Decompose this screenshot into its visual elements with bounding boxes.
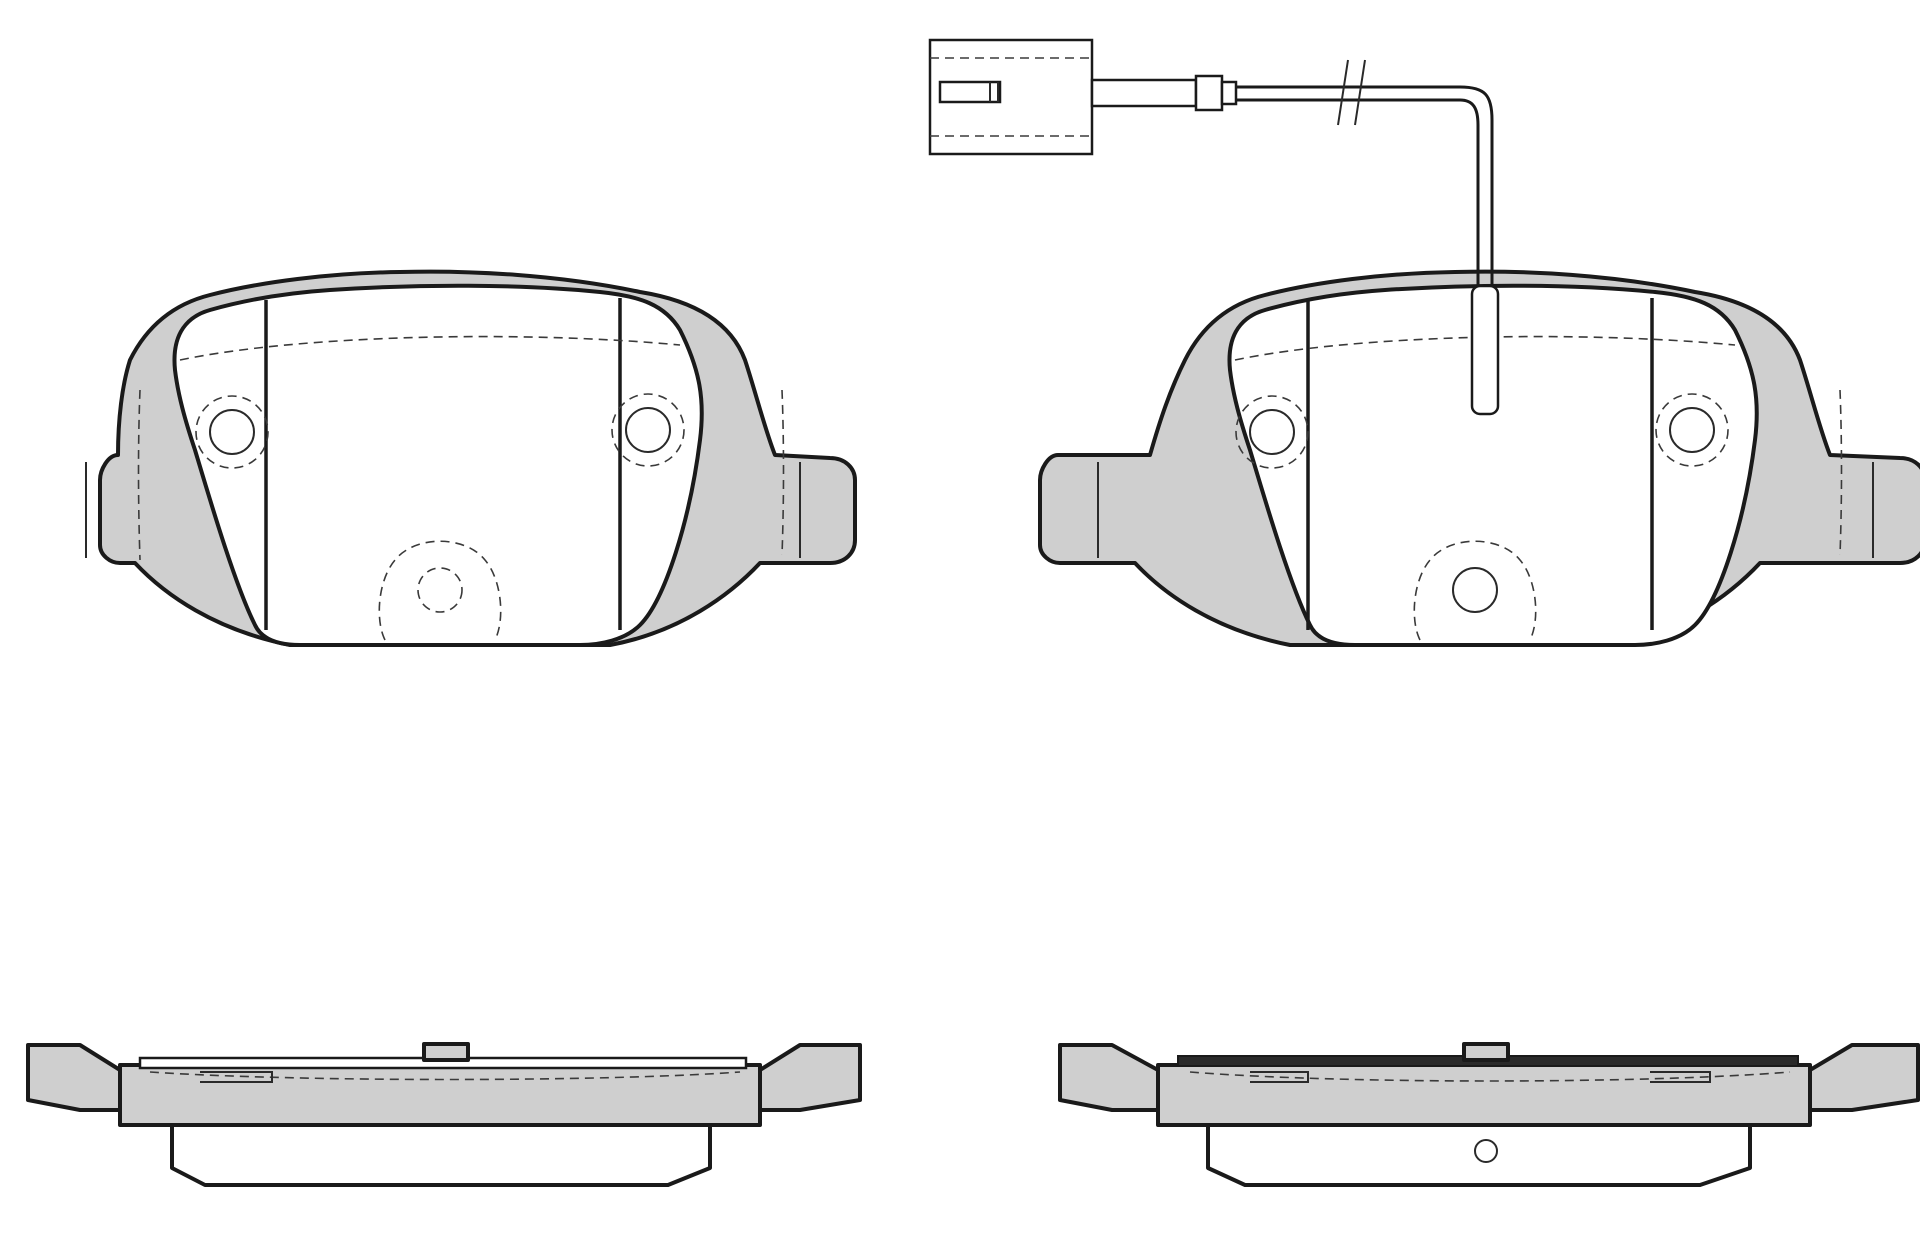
left-pad-inner-edge-right	[781, 389, 785, 556]
right-pad-side-view	[1058, 1042, 1920, 1187]
left-pad-center-boss	[378, 540, 502, 641]
right-pad-rivet-right	[1655, 393, 1729, 467]
wear-sensor-probe	[1470, 284, 1500, 416]
wear-sensor-connector-pin	[938, 80, 1002, 104]
right-pad-side-friction-block	[1206, 1123, 1752, 1187]
left-pad-side-view	[26, 1042, 862, 1187]
right-pad-side-plate-body	[1156, 1063, 1812, 1127]
wear-sensor-grommet	[1194, 74, 1224, 112]
left-pad-rivet-right	[611, 393, 685, 467]
left-pad-lining	[172, 283, 704, 647]
left-pad-rivet-left	[195, 395, 269, 469]
wear-sensor-break-mark	[1337, 59, 1366, 126]
right-pad-rivet-left	[1235, 395, 1309, 469]
right-pad-inner-edge-right	[1839, 389, 1843, 556]
right-pad-lining	[1227, 283, 1759, 647]
wear-sensor-cable	[1236, 85, 1494, 410]
left-pad-side-friction-block	[170, 1123, 712, 1187]
wear-sensor	[928, 38, 1500, 416]
right-pad-side-clip	[1462, 1042, 1510, 1062]
left-pad-face-view	[85, 269, 857, 647]
left-pad-side-clip	[422, 1042, 470, 1062]
left-pad-inner-edge	[137, 389, 141, 561]
right-pad-side-sensor-hole	[1474, 1139, 1498, 1163]
wear-sensor-strain-relief	[1090, 78, 1198, 108]
right-pad-face-view	[1038, 269, 1920, 647]
left-pad-side-backing-plate	[26, 1043, 124, 1112]
right-pad-side-backing-plate	[1058, 1043, 1160, 1112]
right-pad-center-boss	[1413, 540, 1537, 641]
left-pad-side-plate-body	[118, 1063, 762, 1127]
